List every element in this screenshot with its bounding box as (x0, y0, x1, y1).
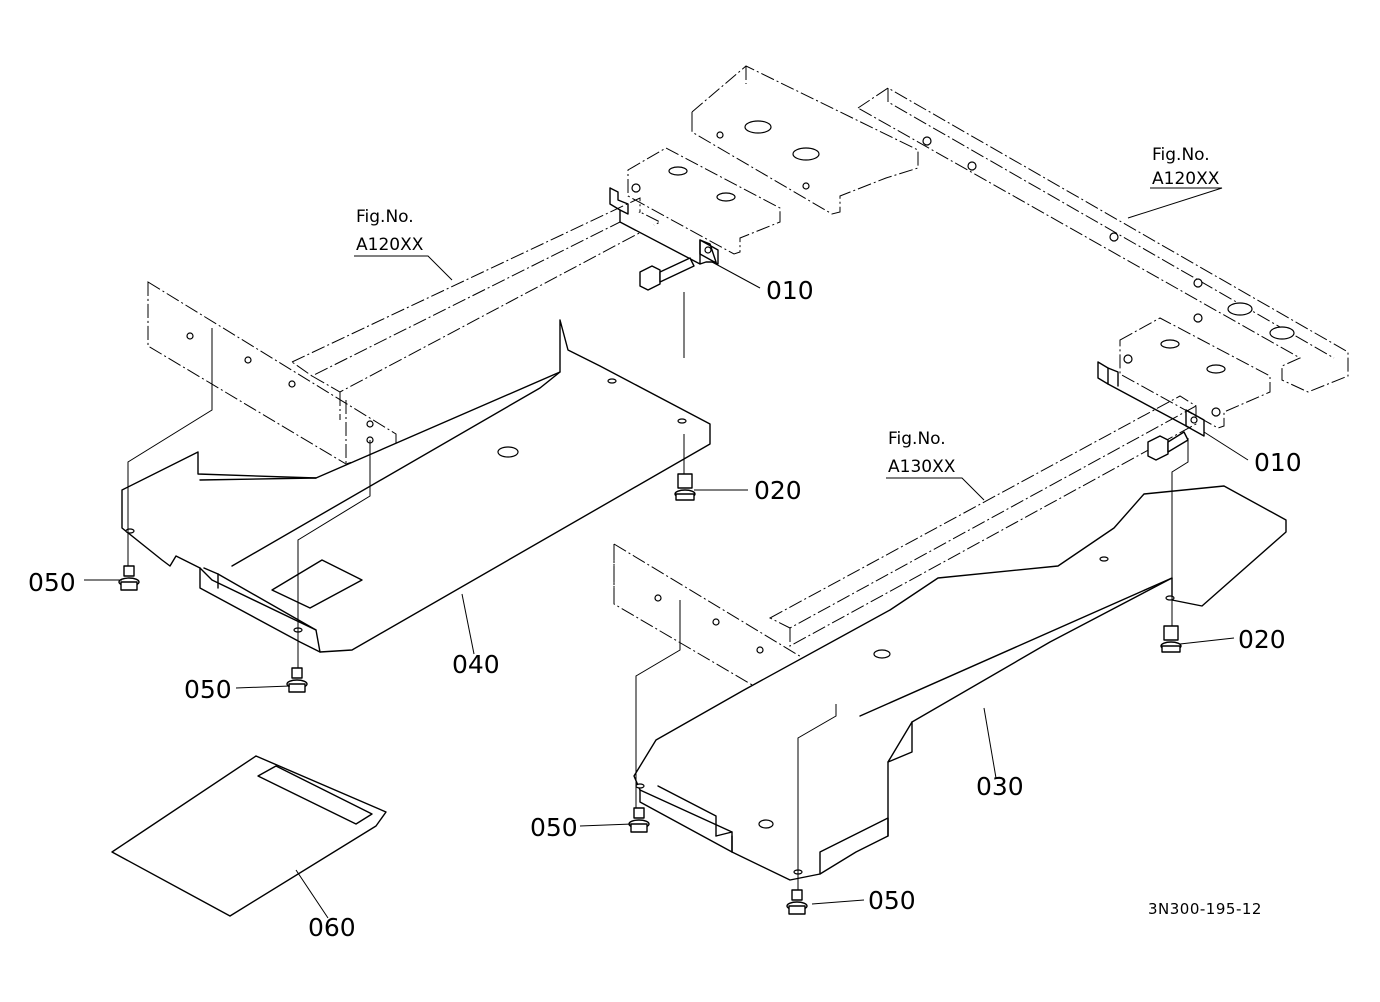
undercover-040 (121, 319, 711, 653)
fig-ref-left: Fig.No. A120XX (356, 207, 424, 255)
callout-050-b: 050 (184, 675, 232, 704)
fig-ref-left-line1: Fig.No. (356, 207, 414, 227)
callout-050-a: 050 (28, 568, 76, 597)
callout-020-right: 020 (1238, 625, 1286, 654)
callouts: 010 010 020 020 030 040 050 050 050 050 … (28, 276, 1302, 942)
bolt-020-right (1160, 625, 1182, 653)
callout-040: 040 (452, 650, 500, 679)
undercover-030 (633, 485, 1287, 881)
plate-010-right (1097, 361, 1205, 437)
fig-ref-right: Fig.No. A120XX (1152, 145, 1220, 189)
bolt-010-right (1147, 431, 1189, 461)
fig-ref-middle-line1: Fig.No. (888, 429, 946, 449)
fig-ref-left-line2: A120XX (356, 235, 424, 255)
frame-rails (291, 65, 1349, 647)
plate-010-left (609, 187, 719, 265)
callout-030: 030 (976, 772, 1024, 801)
left-angle-bracket (147, 281, 397, 465)
bolt-020-left (674, 473, 696, 501)
fig-ref-right-line1: Fig.No. (1152, 145, 1210, 165)
callout-050-d: 050 (868, 886, 916, 915)
callout-020-left: 020 (754, 476, 802, 505)
callout-050-c: 050 (530, 813, 578, 842)
callout-010-right: 010 (1254, 448, 1302, 477)
callout-010-left: 010 (766, 276, 814, 305)
callout-060: 060 (308, 913, 356, 942)
label-060 (111, 755, 387, 917)
bolt-050-c (628, 807, 650, 833)
bolt-010-left (639, 257, 695, 291)
fig-ref-right-line2: A120XX (1152, 169, 1220, 189)
fig-ref-middle-line2: A130XX (888, 457, 956, 477)
fig-ref-middle: Fig.No. A130XX (888, 429, 956, 477)
assembly-lines (127, 292, 1189, 890)
drawing-code: 3N300-195-12 (1148, 900, 1262, 918)
bolt-050-d (786, 889, 808, 915)
bolt-050-a (118, 565, 140, 591)
leader-lines (84, 187, 1249, 919)
bolt-050-b (286, 667, 308, 693)
